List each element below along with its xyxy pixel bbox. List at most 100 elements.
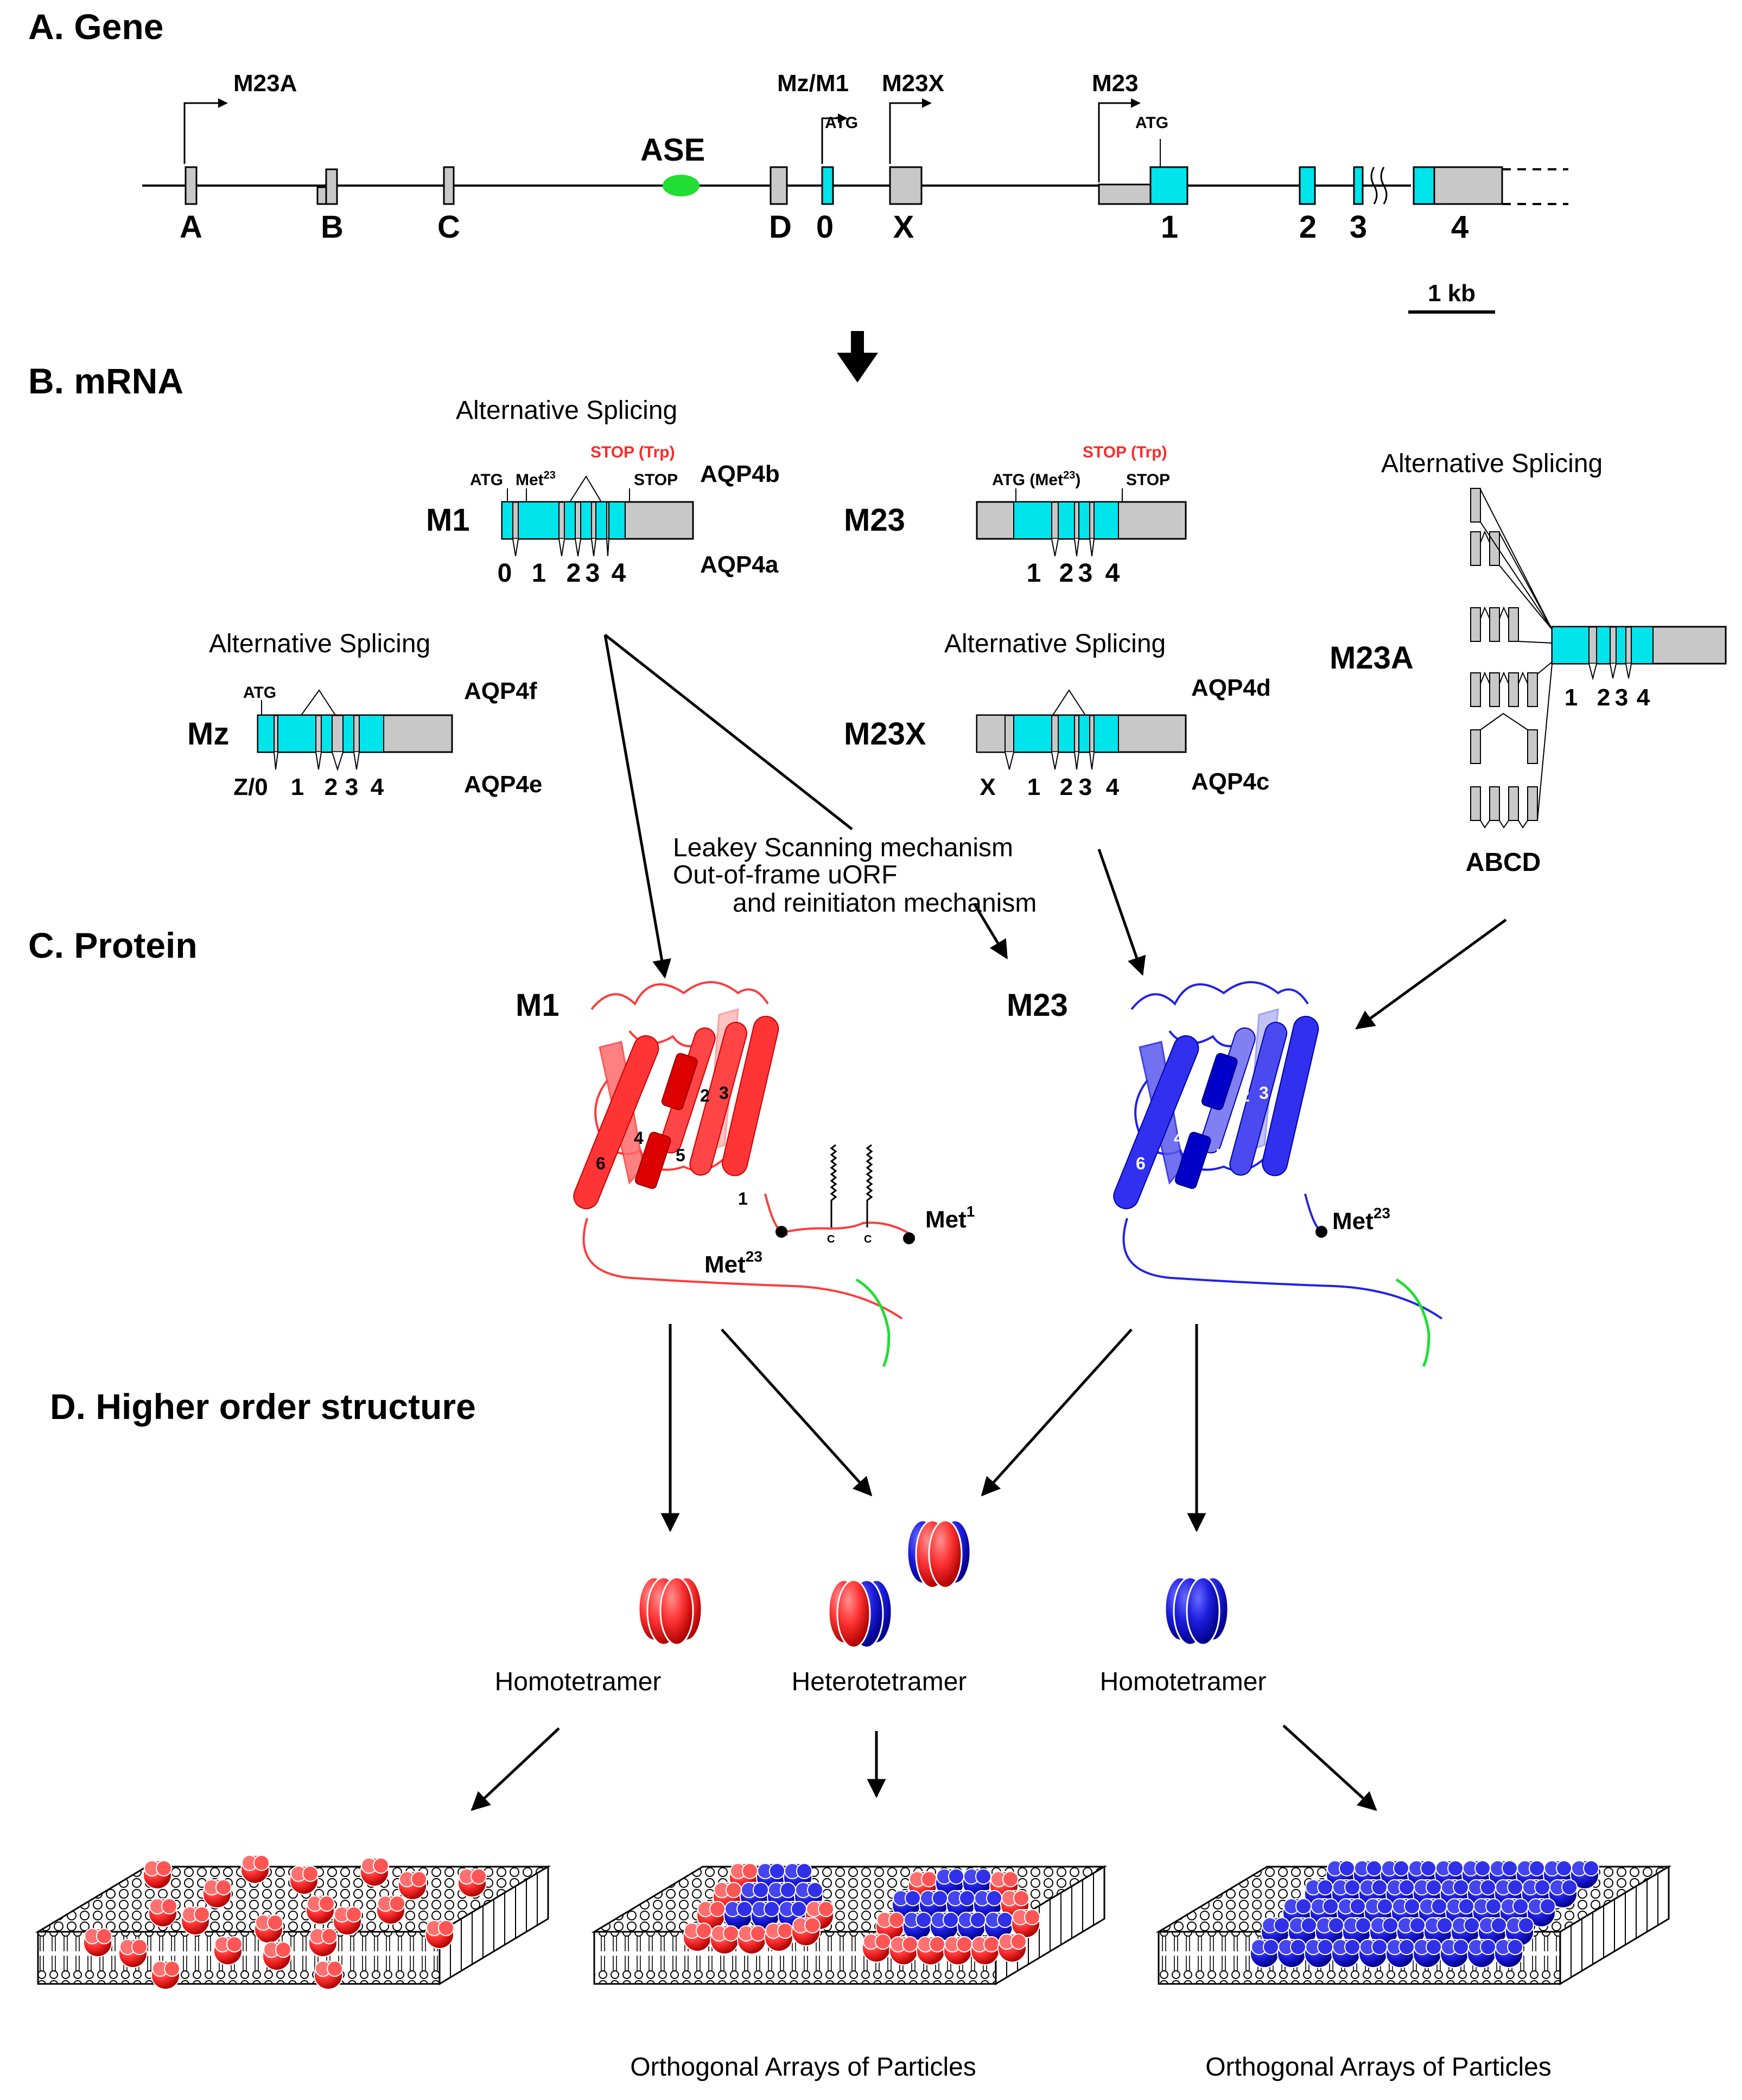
tetramer-blue (1164, 1576, 1229, 1646)
m23x-exon-3: 3 (1079, 774, 1092, 800)
m23x-exon-4: 4 (1106, 774, 1120, 800)
m23-exon-4: 4 (1105, 559, 1120, 588)
m23-stop-label: STOP (1126, 471, 1170, 489)
section-title-gene: A. Gene (28, 7, 163, 47)
mz-exon-2: 2 (325, 774, 338, 800)
exon-b-small-box (316, 186, 327, 205)
m23x-exon-2: 2 (1060, 774, 1073, 800)
atg-label-m23: ATG (1135, 114, 1168, 132)
arrow-m23a-to-m23 (1355, 918, 1507, 1030)
arrow-m1-to-mechanism (604, 634, 853, 830)
mz-atg-label: ATG (243, 684, 276, 702)
m23-protein-structure: 2 3 4 5 6 1 Met23 (1113, 981, 1443, 1367)
m1-mrna-name: M1 (426, 502, 470, 538)
m1-protein-structure: 2 3 4 5 6 1 C C Met1 Met23 (573, 981, 975, 1367)
m1-helix-5: 5 (676, 1146, 685, 1165)
exon-b-box (325, 168, 338, 205)
mechanism-line1: Leakey Scanning mechanism (673, 833, 1013, 862)
section-title-higher-order: D. Higher order structure (50, 1386, 476, 1427)
section-title-protein: C. Protein (28, 925, 198, 965)
m23-met23-dot (1315, 1226, 1327, 1238)
m23-helix-5: 5 (1216, 1146, 1225, 1165)
m23a-alt-splicing-label: Alternative Splicing (1381, 449, 1603, 478)
m23a-exon-2: 2 (1597, 684, 1610, 711)
aqp4c-label: AQP4c (1191, 768, 1269, 795)
m1-exon-3: 3 (586, 559, 600, 588)
exon-d-box (770, 166, 788, 205)
m1-protein-label: M1 (516, 988, 560, 1023)
exon-a-box (185, 166, 198, 205)
m23a-mrna-name: M23A (1330, 640, 1414, 676)
m23a-exon-3: 3 (1615, 684, 1628, 711)
mz-exon-4: 4 (371, 774, 384, 800)
exon-1-utr-box (1098, 183, 1152, 205)
mechanism-line3: and reinitiaton mechanism (733, 889, 1037, 918)
m23x-exon-x: X (980, 774, 995, 800)
array-label-m23: Orthogonal Arrays of Particles (1205, 2053, 1552, 2082)
m23-helix-2: 2 (1240, 1086, 1250, 1105)
arrow-m23x-to-m23 (1097, 849, 1146, 976)
m23-helix-1: 1 (1278, 1189, 1288, 1208)
m23-stop-trp-label: STOP (Trp) (1083, 443, 1167, 461)
m1-helix-2: 2 (700, 1086, 710, 1105)
exon-label-x: X (893, 209, 914, 245)
mrna-section: Alternative Splicing STOP (Trp) ATG Met2… (187, 396, 1727, 877)
cys-label-1: C (827, 1233, 835, 1245)
m1-atg-label: ATG (470, 471, 503, 489)
cys-label-2: C (864, 1233, 872, 1245)
palmitoyl-chain-1 (830, 1144, 837, 1227)
scale-label: 1 kb (1428, 280, 1476, 307)
m1-alt-splicing-label: Alternative Splicing (456, 396, 677, 425)
promoter-m23x-arrow (889, 98, 932, 164)
m23x-exon-1: 1 (1027, 774, 1040, 800)
mz-mrna-name: Mz (187, 716, 229, 752)
m1-stop-trp-label: STOP (Trp) (590, 443, 675, 461)
heterotetramer-label: Heterotetramer (792, 1668, 967, 1696)
m1-met23-dot (775, 1226, 787, 1238)
m1-helix-3: 3 (719, 1083, 729, 1103)
m23x-alt-splicing-label: Alternative Splicing (944, 629, 1166, 658)
exon-2-box (1299, 166, 1316, 205)
aqp4a-label: AQP4a (700, 551, 779, 578)
m1-exon-0: 0 (498, 559, 512, 588)
exon-c-box (443, 166, 455, 205)
m1-stop-label: STOP (634, 471, 678, 489)
m1-helix-1: 1 (738, 1189, 748, 1208)
m1-exon-4: 4 (612, 559, 626, 588)
promoter-m23a-arrow (183, 98, 228, 164)
m1-helix-6: 6 (596, 1154, 606, 1173)
arrows-mrna-to-protein (603, 634, 1507, 1030)
exon-4-utr-box (1433, 166, 1503, 205)
m1-met1-label: Met1 (925, 1203, 975, 1233)
m1-exon-2: 2 (567, 559, 581, 588)
exon-label-2: 2 (1299, 209, 1317, 245)
aqp4b-label: AQP4b (700, 461, 780, 487)
arrow-m1-hetero (721, 1328, 873, 1497)
arrows-tetramer-to-array (471, 1724, 1377, 1811)
m1-pdz-tail (855, 1278, 891, 1367)
exon-label-1: 1 (1161, 209, 1178, 245)
exon-label-4: 4 (1451, 209, 1468, 245)
m1-met23-label: Met23 (516, 469, 556, 489)
aqp4d-label: AQP4d (1191, 674, 1271, 701)
m23a-exon-4: 4 (1637, 684, 1650, 711)
exon-4-box (1413, 166, 1435, 205)
m23a-exon-1: 1 (1565, 684, 1578, 711)
m1-helix-4: 4 (634, 1128, 644, 1148)
arrow-m1-to-m1-protein (603, 634, 671, 979)
gene-map: M23A Mz/M1 ATG M23X M23 ATG ASE A B C D … (142, 70, 1568, 314)
promoter-m1-arrow (821, 113, 848, 164)
mechanism-line2: Out-of-frame uORF (673, 861, 897, 889)
exon-label-3: 3 (1350, 209, 1367, 245)
mz-exon-3: 3 (345, 774, 358, 800)
m23-pdz-tail (1395, 1278, 1431, 1367)
arrow-m23-hetero (981, 1328, 1133, 1497)
exon-label-d: D (769, 209, 792, 245)
m23x-mrna-name: M23X (844, 716, 926, 752)
m1-met23-label: Met23 (704, 1248, 762, 1278)
promoter-m23a-label: M23A (233, 70, 297, 97)
section-title-mrna: B. mRNA (28, 361, 183, 401)
m1-met1-dot (903, 1232, 915, 1244)
exon-0-box (821, 166, 834, 205)
